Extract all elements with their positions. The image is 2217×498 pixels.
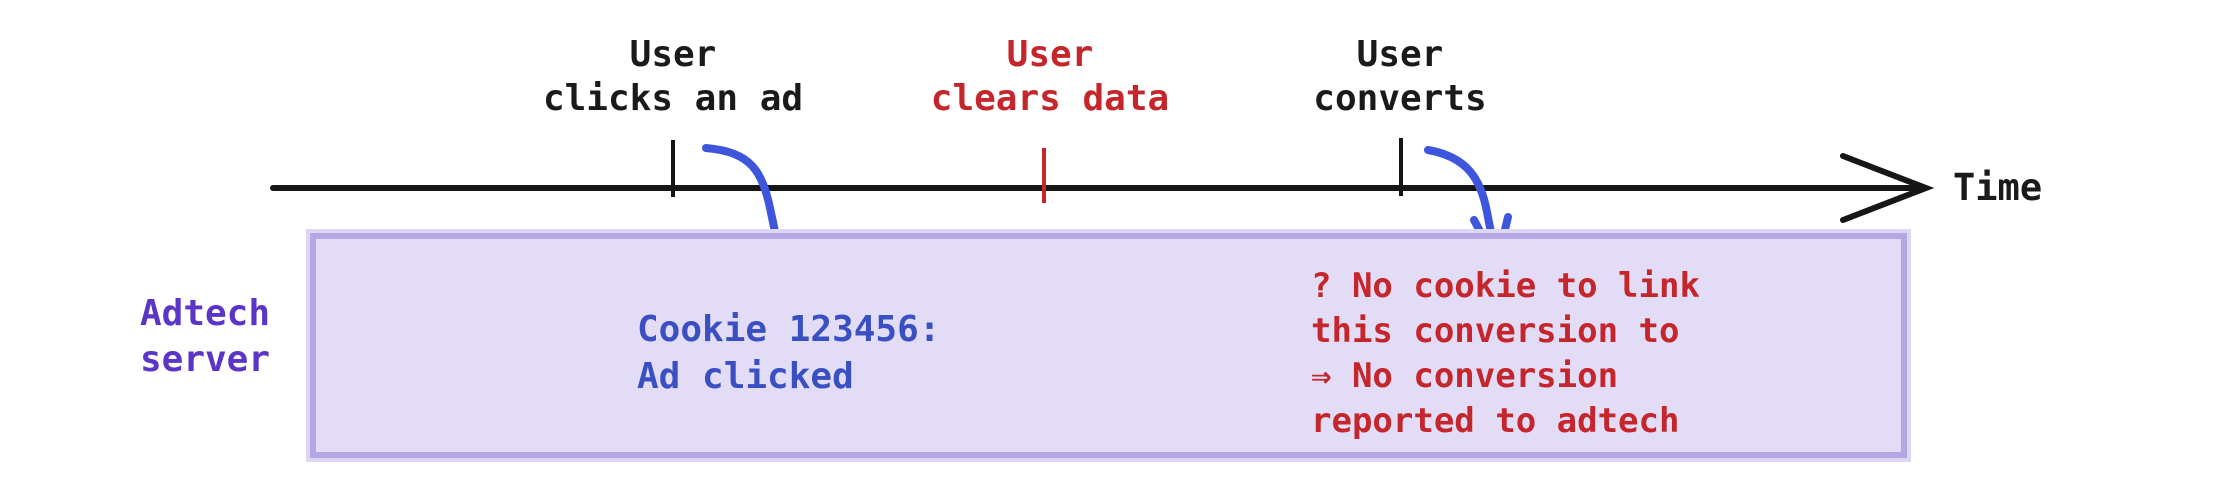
event-label-user-converts: User converts xyxy=(1190,33,1610,121)
adtech-server-label: Adtech server xyxy=(55,291,355,383)
missing-cookie-note-line: ⇒ No conversion xyxy=(1311,356,1619,396)
time-axis-label: Time xyxy=(1953,166,2043,209)
missing-cookie-note: ? No cookie to link this conversion to ⇒… xyxy=(1311,264,1700,444)
missing-cookie-note-line: reported to adtech xyxy=(1311,401,1680,441)
adtech-server-label-line: Adtech xyxy=(139,293,271,334)
event-label-line: User xyxy=(1006,34,1094,75)
cookie-logged-note-line: Cookie 123456: xyxy=(637,309,941,350)
event-label-line: User xyxy=(629,34,717,75)
cookie-logged-note: Cookie 123456: Ad clicked xyxy=(637,306,940,400)
adtech-server-box xyxy=(310,233,1907,458)
event-label-user-clicks-ad: User clicks an ad xyxy=(463,33,883,121)
cookie-logged-note-line: Ad clicked xyxy=(637,356,854,397)
missing-cookie-note-line: ? No cookie to link xyxy=(1311,266,1700,306)
adtech-server-label-line: server xyxy=(139,339,271,380)
event-label-line: clicks an ad xyxy=(542,78,804,119)
timeline-arrowhead-icon xyxy=(1840,153,1935,223)
event-label-user-clears-data: User clears data xyxy=(840,33,1260,121)
event-label-line: User xyxy=(1356,34,1444,75)
missing-cookie-note-line: this conversion to xyxy=(1311,311,1680,351)
event-label-line: converts xyxy=(1313,78,1487,119)
event-label-line: clears data xyxy=(930,78,1170,119)
